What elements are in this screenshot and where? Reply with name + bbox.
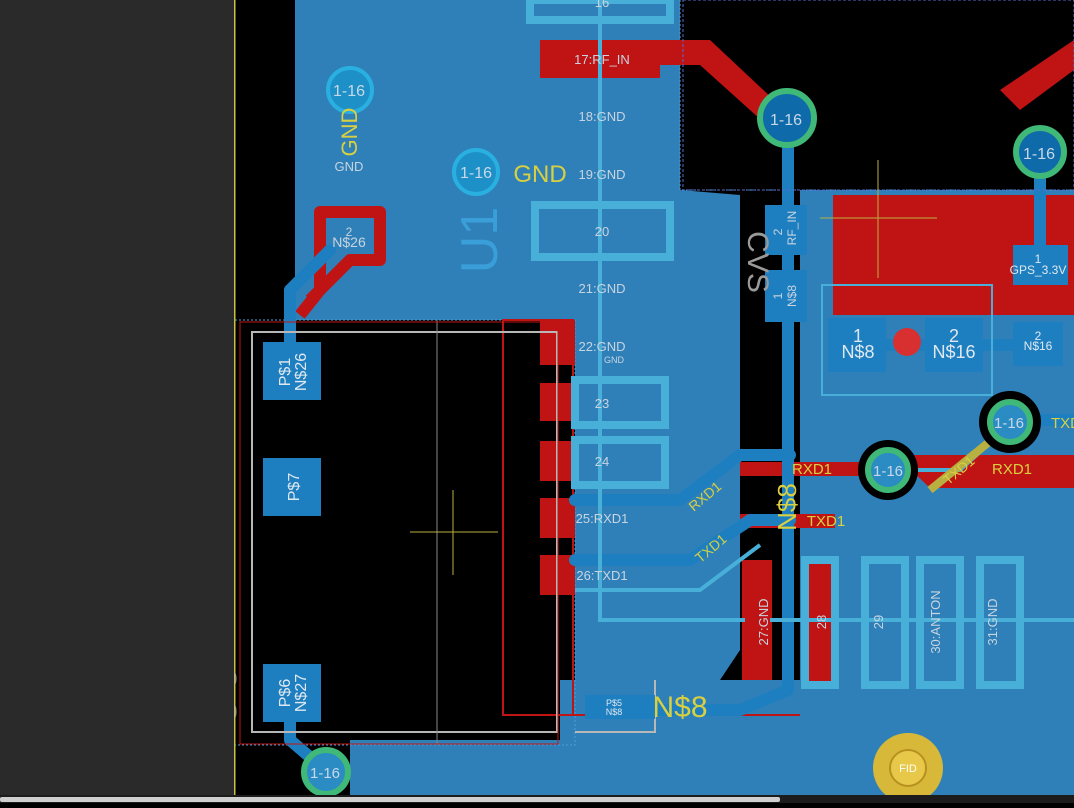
left-panel — [0, 0, 235, 803]
u1-pad-shade — [745, 560, 770, 680]
trace-n26 — [295, 206, 386, 319]
u1-pad-outlines — [526, 0, 1024, 689]
u1-designator: U1 — [451, 207, 509, 273]
res-pad-1[interactable] — [828, 318, 886, 372]
via-f-label: 1-16 — [873, 463, 903, 480]
pin-17: 17:RF_IN — [574, 52, 630, 67]
ps6-net: N$27 — [293, 674, 310, 712]
via-f[interactable]: 1-16 — [858, 440, 918, 500]
u5-pad-labels: P$1 N$26 P$7 P$6 N$27 — [277, 353, 310, 712]
cap-pad-bottom-num: 1 — [771, 292, 785, 299]
pin-26: 26:TXD1 — [576, 568, 627, 583]
via-c[interactable]: 1-16 — [757, 88, 817, 148]
pin-29: 29 — [871, 615, 886, 629]
pin-23: 23 — [595, 396, 609, 411]
cap-net-bottom: N$8 — [785, 285, 799, 307]
via-c-label: 1-16 — [770, 112, 802, 129]
cap-pad-1[interactable] — [765, 270, 807, 322]
ps1-net: N$26 — [293, 353, 310, 391]
pin-31: 31:GND — [985, 599, 1000, 646]
via-a-label: 1-16 — [333, 83, 365, 100]
pin-22: 22:GND — [579, 339, 626, 354]
net-txd1-right: TXD — [1051, 415, 1074, 432]
gnd-vertical-label: GND — [337, 108, 362, 157]
pin-27: 27:GND — [756, 599, 771, 646]
pin-18: 18:GND — [579, 109, 626, 124]
horizontal-scrollbar-thumb[interactable] — [0, 797, 780, 802]
u5-courtyard — [239, 321, 559, 745]
gps-pad-num: 1 — [1035, 252, 1042, 266]
res-silk-box — [821, 284, 993, 396]
gnd-small-label: GND — [335, 159, 364, 174]
cap-pad-2[interactable] — [765, 205, 807, 255]
res-pad-2[interactable] — [925, 318, 983, 372]
u1-pin-labels: 16 17:RF_IN 18:GND 19:GND 20 21:GND 22:G… — [574, 0, 630, 583]
via-e[interactable]: 1-16 — [979, 391, 1041, 453]
cap-labels: 2 RF_IN 1 N$8 — [771, 211, 799, 307]
net-n8-big: N$8 — [652, 691, 707, 724]
u5-pad-ps5[interactable] — [585, 695, 655, 719]
cap-designator: CVS — [741, 231, 774, 293]
net-txd1: TXD1 — [807, 513, 845, 530]
net-n8-vertical: N$8 — [772, 483, 802, 531]
gps-pad[interactable] — [1013, 245, 1068, 285]
gnd-big-label: GND — [513, 161, 566, 188]
res-pad3-num: 2 — [1035, 329, 1042, 343]
origin-crosshairs — [410, 160, 937, 575]
res-pad1-num: 1 — [853, 326, 863, 346]
gps-pad-net: GPS_3.3V — [1010, 263, 1067, 277]
pin-16: 16 — [595, 0, 609, 10]
pin-25: 25:RXD1 — [576, 511, 629, 526]
via-g[interactable]: 1-16 — [301, 747, 351, 797]
via-b[interactable]: 1-16 — [452, 148, 500, 196]
res-net3: N$16 — [1024, 339, 1053, 353]
via-d[interactable]: 1-16 — [1013, 125, 1067, 179]
res-pad2-num: 2 — [949, 326, 959, 346]
ps5-name: P$5 — [606, 698, 622, 708]
u5-pad-ps6[interactable] — [263, 664, 321, 722]
pin-21: 21:GND — [579, 281, 626, 296]
u1-pin-labels-vertical: 27:GND 28 29 30:ANTON 31:GND — [756, 590, 1000, 653]
pad2-net: N$26 — [332, 234, 366, 250]
res-labels: 1 N$8 2 N$16 2 N$16 1 GPS_3.3V — [841, 252, 1066, 362]
u5-pad-ps7[interactable] — [263, 458, 321, 516]
res-pad-3[interactable] — [1013, 322, 1063, 366]
pin-24: 24 — [595, 454, 609, 469]
pin-19: 19:GND — [579, 167, 626, 182]
res-marker — [893, 328, 921, 356]
u5-pad-ps1[interactable] — [263, 342, 321, 400]
via-a[interactable]: 1-16 — [326, 66, 374, 114]
pin-20: 20 — [595, 224, 609, 239]
cap-net-top: RF_IN — [785, 211, 799, 246]
fiducial-label: FID — [899, 763, 917, 775]
net-labels: RXD1 TXD1 RXD1 TXD N$8 25:RXD1 — [652, 415, 1074, 724]
cap-pad-top-num: 2 — [771, 228, 785, 235]
net-rxd1-right: RXD1 — [992, 461, 1032, 478]
ps7-name: P$7 — [286, 473, 303, 502]
ps1-name: P$1 — [277, 358, 294, 387]
fiducial[interactable]: FID — [873, 733, 943, 803]
via-g-label: 1-16 — [310, 765, 340, 782]
via-b-label: 1-16 — [460, 165, 492, 182]
net-rxd1: RXD1 — [792, 461, 832, 478]
ps5-net: N$8 — [606, 707, 623, 717]
via-e-label: 1-16 — [994, 415, 1024, 432]
ps6-name: P$6 — [277, 679, 294, 708]
via-d-label: 1-16 — [1023, 146, 1055, 163]
pad2-num: 2 — [346, 225, 353, 239]
res-net1: N$8 — [841, 342, 874, 362]
pin-30: 30:ANTON — [928, 590, 943, 653]
pin-28: 28 — [814, 615, 829, 629]
u5-pads[interactable] — [263, 342, 655, 722]
component-pads[interactable] — [765, 205, 1068, 372]
res-net2: N$16 — [932, 342, 975, 362]
pin-22-gnd-small: GND — [604, 355, 625, 365]
vias-layer[interactable]: 1-16 1-16 1-16 1-16 1-16 1-16 1-16 — [301, 66, 1067, 797]
